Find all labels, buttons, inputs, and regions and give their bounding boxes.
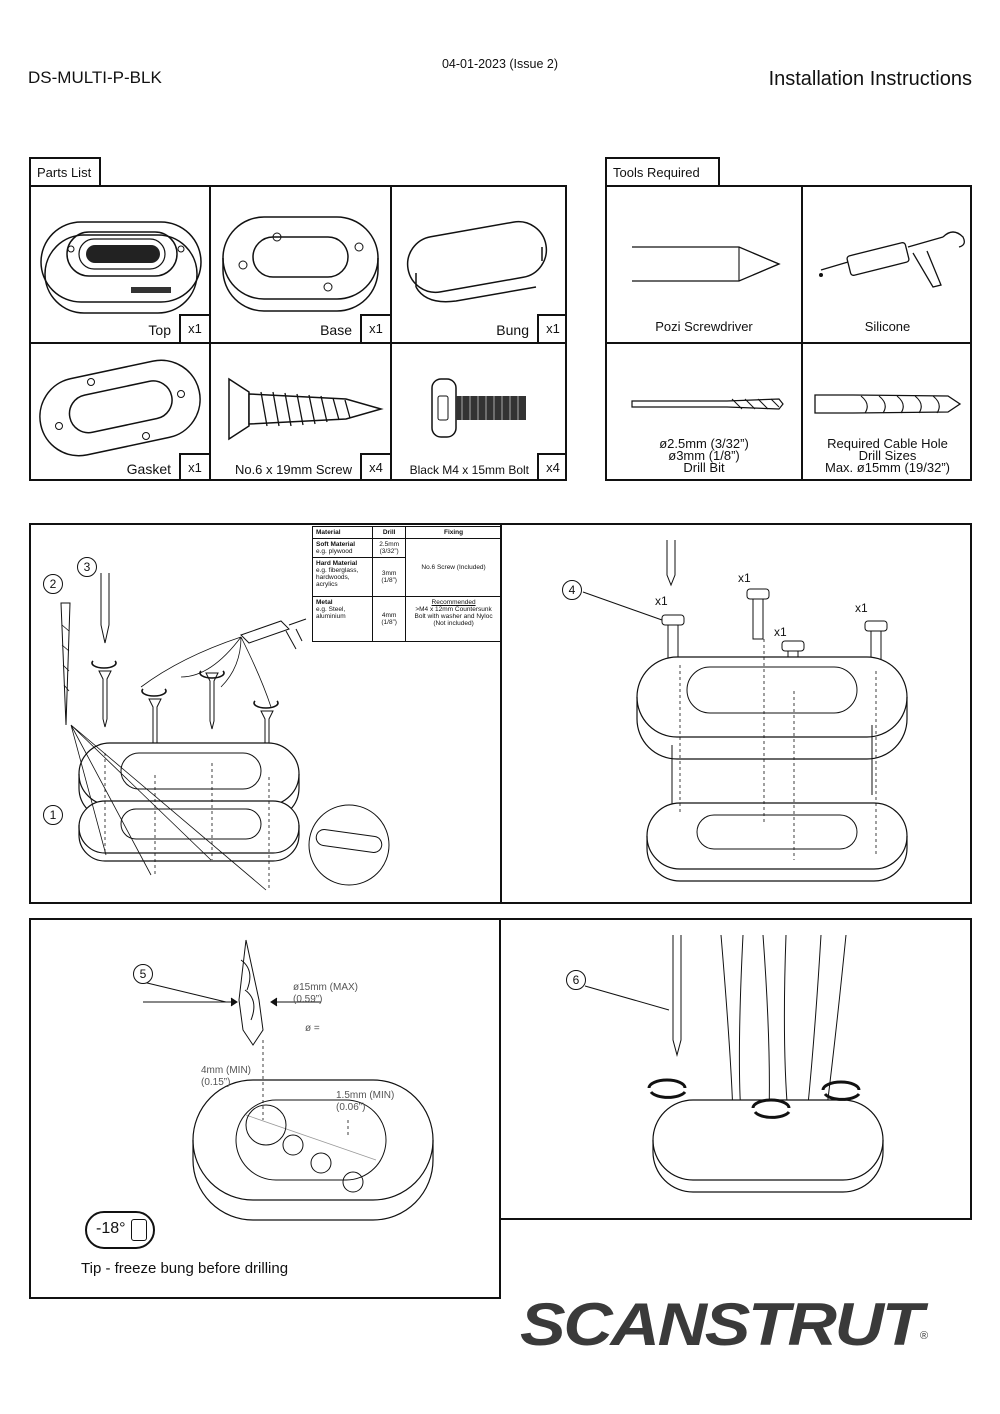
part-bolt-cell: Black M4 x 15mm Bolt x4 bbox=[392, 344, 567, 481]
step-6-illustration bbox=[584, 934, 884, 1193]
part-qty-screw: x4 bbox=[360, 453, 390, 481]
part-bung-drawing bbox=[406, 220, 548, 303]
part-label-bung: Bung bbox=[496, 322, 529, 338]
silicone-gun-icon bbox=[819, 231, 965, 288]
product-code: DS-MULTI-P-BLK bbox=[28, 68, 162, 87]
screwdriver-icon bbox=[632, 246, 781, 282]
dim-phi: ø = bbox=[305, 1023, 320, 1034]
bolt-icon bbox=[431, 378, 526, 438]
part-qty-bolt: x4 bbox=[537, 453, 567, 481]
step-4-illustration bbox=[582, 540, 908, 882]
freeze-tip: Tip - freeze bung before drilling bbox=[81, 1260, 289, 1277]
step-marker-2: 2 bbox=[43, 574, 63, 594]
mt-fixing-metal: Recommended>M4 x 12mm Countersunk Bolt w… bbox=[405, 596, 502, 642]
step-marker-1: 1 bbox=[43, 805, 63, 825]
freezer-icon bbox=[131, 1219, 147, 1241]
tool-label-cablehole-2: Drill Sizes bbox=[858, 448, 917, 463]
dim-4mm-min: 4mm (MIN) bbox=[201, 1065, 251, 1076]
step-marker-3: 3 bbox=[77, 557, 97, 577]
step-marker-5: 5 bbox=[133, 964, 153, 984]
part-label-top: Top bbox=[148, 322, 171, 338]
freeze-temp: -18° bbox=[96, 1220, 126, 1237]
x1-label-d: x1 bbox=[855, 601, 868, 615]
step-6-panel: 6 bbox=[499, 918, 972, 1220]
dim-4mm-min-in: (0.15”) bbox=[201, 1077, 231, 1088]
parts-list-tab: Parts List bbox=[29, 157, 101, 187]
issue-date: 04-01-2023 (Issue 2) bbox=[441, 57, 559, 71]
tool-drillbit-cell: ø2.5mm (3/32”) ø3mm (1/8”) Drill Bit bbox=[607, 344, 803, 481]
mt-drill-metal: 4mm (1/8”) bbox=[372, 596, 407, 642]
part-top-cell: Top x1 bbox=[31, 187, 211, 344]
part-screw-cell: No.6 x 19mm Screw x4 bbox=[211, 344, 392, 481]
part-gasket-drawing bbox=[39, 359, 201, 457]
tool-label-drillbit-2: ø3mm (1/8”) bbox=[668, 448, 740, 463]
dim-1-5mm-min: 1.5mm (MIN) bbox=[336, 1090, 395, 1101]
logo-text: SCANSTRUT bbox=[520, 1291, 924, 1358]
part-bung-cell: Bung x1 bbox=[392, 187, 567, 344]
tool-label-cablehole-3: Max. ø15mm (19/32”) bbox=[825, 460, 950, 475]
mt-drill-soft: 2.5mm (3/32”) bbox=[372, 538, 407, 558]
tools-required-tab: Tools Required bbox=[605, 157, 720, 187]
dim-1-5mm-min-in: (0.06”) bbox=[336, 1102, 366, 1113]
part-qty-gasket: x1 bbox=[179, 453, 209, 481]
part-label-gasket: Gasket bbox=[126, 461, 171, 477]
logo-reg: ® bbox=[920, 1330, 929, 1342]
x1-label-b: x1 bbox=[738, 571, 751, 585]
part-qty-top: x1 bbox=[179, 314, 209, 342]
panel-divider bbox=[500, 525, 502, 904]
mt-fixing-screw: No.6 Screw (Included) bbox=[405, 538, 502, 597]
tool-label-screwdriver: Pozi Screwdriver bbox=[655, 319, 753, 334]
tool-label-cablehole-1: Required Cable Hole bbox=[827, 436, 948, 451]
tool-cablehole-cell: Required Cable Hole Drill Sizes Max. ø15… bbox=[803, 344, 972, 481]
scanstrut-logo: SCANSTRUT ® bbox=[520, 1290, 940, 1360]
part-base-drawing bbox=[222, 216, 379, 312]
parts-list-grid: Top x1 Base x1 Bung x1 bbox=[29, 185, 567, 481]
x1-label-a: x1 bbox=[655, 594, 668, 608]
tool-label-silicone: Silicone bbox=[864, 319, 911, 334]
part-qty-base: x1 bbox=[360, 314, 390, 342]
dim-15mm-max-in: (0.59”) bbox=[293, 994, 323, 1005]
part-top-drawing bbox=[40, 221, 202, 314]
tools-grid: Pozi Screwdriver Silicone ø2.5mm (3/32”)… bbox=[605, 185, 972, 481]
tool-silicone-cell: Silicone bbox=[803, 187, 972, 344]
tool-label-drillbit-1: ø2.5mm (3/32”) bbox=[659, 436, 749, 451]
screw-icon bbox=[228, 377, 384, 441]
step-5-illustration bbox=[142, 939, 434, 1221]
x1-label-c: x1 bbox=[774, 625, 787, 639]
freeze-badge: -18° bbox=[85, 1211, 155, 1249]
doc-title: Installation Instructions bbox=[768, 68, 972, 90]
part-gasket-cell: Gasket x1 bbox=[31, 344, 211, 481]
steps-1-3-illustration bbox=[60, 573, 390, 891]
step-5-panel: 5 ø15mm (MAX) (0.59”) ø = 4mm (MIN) (0.1… bbox=[29, 918, 501, 1299]
dim-15mm-max: ø15mm (MAX) bbox=[293, 982, 358, 993]
part-label-screw: No.6 x 19mm Screw bbox=[234, 462, 352, 477]
part-qty-bung: x1 bbox=[537, 314, 567, 342]
tool-screwdriver-cell: Pozi Screwdriver bbox=[607, 187, 803, 344]
part-base-cell: Base x1 bbox=[211, 187, 392, 344]
large-drill-bit-icon bbox=[814, 394, 962, 414]
step-marker-6: 6 bbox=[566, 970, 586, 990]
part-label-bolt: Black M4 x 15mm Bolt bbox=[409, 463, 529, 477]
drill-bit-icon bbox=[631, 398, 784, 410]
mt-drill-hard: 3mm (1/8”) bbox=[372, 557, 407, 597]
part-label-base: Base bbox=[320, 322, 352, 338]
tool-label-drillbit-3: Drill Bit bbox=[683, 460, 725, 475]
step-marker-4: 4 bbox=[562, 580, 582, 600]
